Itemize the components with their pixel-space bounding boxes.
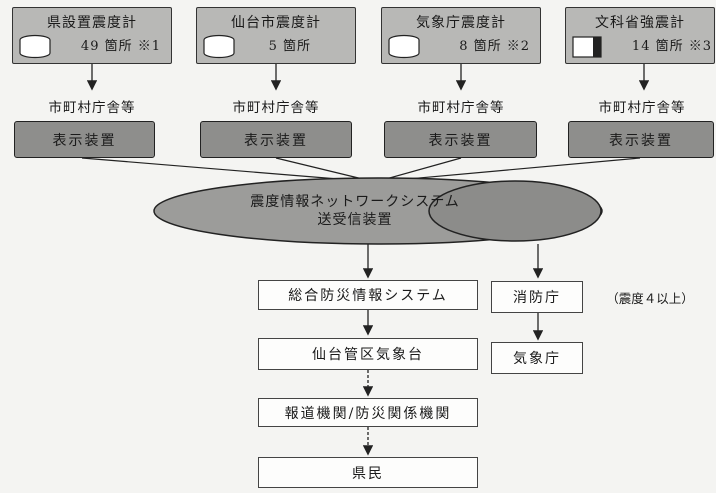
line-disp1 (81, 157, 376, 183)
database-icon (388, 34, 420, 59)
source-title: 気象庁震度計 (416, 15, 506, 31)
disaster-info-system-box: 総合防災情報システム (258, 280, 478, 310)
jma-box: 気象庁 (491, 342, 583, 374)
seismometer-icon (572, 36, 602, 58)
sendai-meteorological-office-box: 仙台管区気象台 (258, 338, 478, 370)
network-ellipse-inner (428, 180, 602, 242)
office-label: 市町村庁舎等 (48, 100, 136, 116)
source-box-mext: 文科省強震計 14 箇所 ※3 (565, 7, 715, 64)
database-icon (19, 34, 51, 59)
fire-agency-box: 消防庁 (491, 281, 583, 313)
source-count: 14 箇所 ※3 (631, 39, 712, 54)
source-title: 仙台市震度計 (231, 15, 321, 31)
network-system-label: 震度情報ネットワークシステム 送受信装置 (190, 193, 520, 229)
source-count: 49 箇所 ※1 (80, 39, 161, 54)
database-icon (203, 34, 235, 59)
display-device-box: 表示装置 (200, 121, 352, 158)
source-count: 8 箇所 ※2 (459, 39, 530, 54)
source-title: 文科省強震計 (595, 15, 685, 31)
media-agencies-box: 報道機関/防災関係機関 (258, 398, 478, 427)
display-device-box: 表示装置 (568, 121, 714, 158)
network-line1: 震度情報ネットワークシステム (250, 194, 460, 210)
citizens-box: 県民 (258, 457, 478, 488)
office-label: 市町村庁舎等 (598, 100, 686, 116)
display-device-box: 表示装置 (14, 121, 155, 158)
source-title: 県設置震度計 (47, 15, 137, 31)
source-box-jma: 気象庁震度計 8 箇所 ※2 (381, 7, 541, 64)
office-label: 市町村庁舎等 (232, 100, 320, 116)
source-count: 5 箇所 (268, 39, 311, 54)
office-label: 市町村庁舎等 (417, 100, 505, 116)
fire-agency-note: （震度４以上） (606, 291, 694, 306)
source-box-prefecture: 県設置震度計 49 箇所 ※1 (12, 7, 172, 64)
display-device-box: 表示装置 (384, 121, 537, 158)
network-line2: 送受信装置 (317, 212, 393, 228)
source-box-sendai: 仙台市震度計 5 箇所 (196, 7, 356, 64)
